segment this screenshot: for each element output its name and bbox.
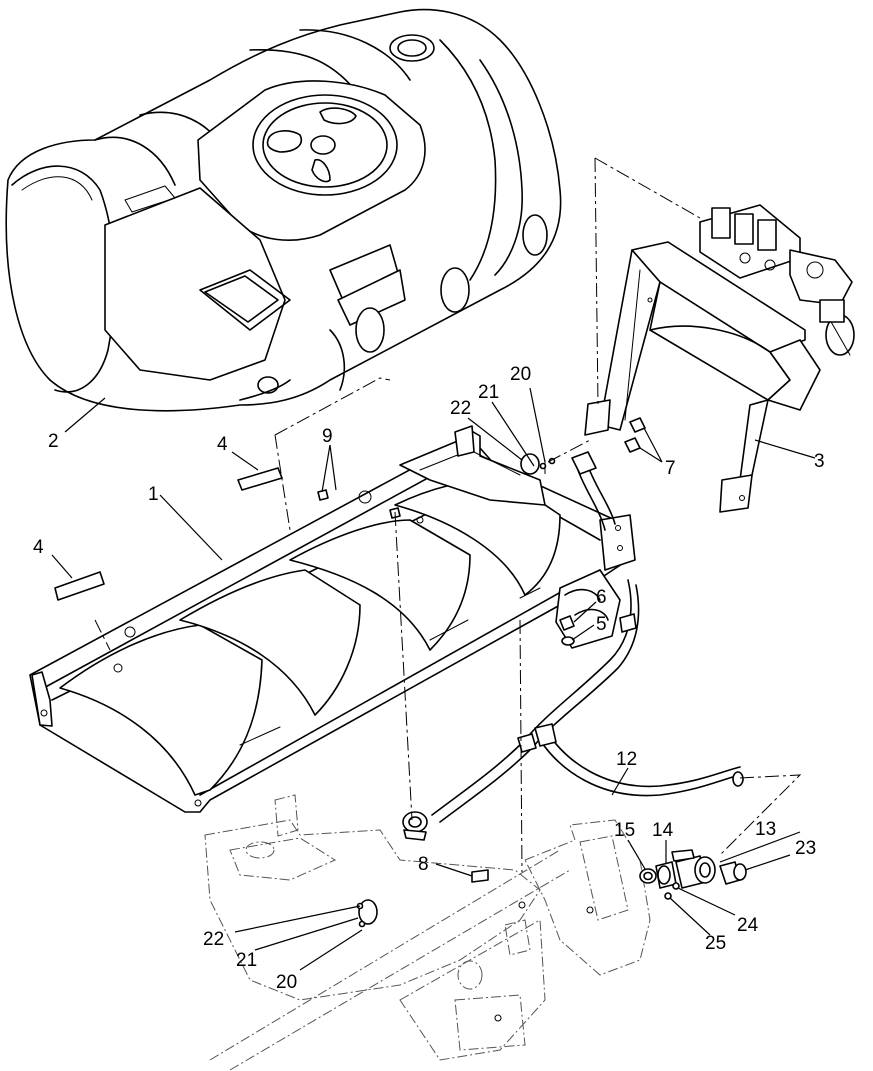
callout-24: 24 — [737, 915, 759, 936]
callout-21-upper: 21 — [478, 382, 499, 403]
callout-22-upper: 22 — [450, 398, 471, 419]
callout-25: 25 — [705, 933, 726, 954]
callout-2: 2 — [48, 431, 59, 452]
callout-21-lower: 21 — [236, 950, 257, 971]
callout-3: 3 — [814, 451, 825, 472]
callout-9: 9 — [322, 426, 333, 447]
callout-23: 23 — [795, 838, 816, 859]
callout-14: 14 — [652, 820, 674, 841]
hoses — [402, 451, 744, 841]
callout-12: 12 — [616, 749, 637, 770]
callout-4a: 4 — [217, 434, 228, 455]
callout-4b: 4 — [33, 537, 44, 558]
alignment-lines — [94, 157, 802, 873]
callout-5: 5 — [596, 614, 607, 635]
callout-15: 15 — [614, 820, 635, 841]
callout-13: 13 — [755, 819, 776, 840]
callout-20-lower: 20 — [276, 972, 297, 993]
callout-6: 6 — [596, 587, 607, 608]
callout-22-lower: 22 — [203, 929, 224, 950]
callout-8: 8 — [418, 854, 429, 875]
tank-support-frame — [584, 241, 821, 513]
valve-manifold-assembly — [699, 204, 855, 356]
callout-20-upper: 20 — [510, 364, 531, 385]
callout-1: 1 — [148, 484, 159, 505]
spray-tank — [5, 8, 562, 412]
tank-channel — [29, 425, 636, 813]
callout-7: 7 — [665, 458, 676, 479]
vehicle-frame-phantom — [204, 794, 651, 1071]
leader-lines — [51, 387, 816, 971]
callout-labels: 1 2 3 4 4 5 6 7 8 9 12 13 14 15 20 21 22… — [33, 364, 825, 993]
